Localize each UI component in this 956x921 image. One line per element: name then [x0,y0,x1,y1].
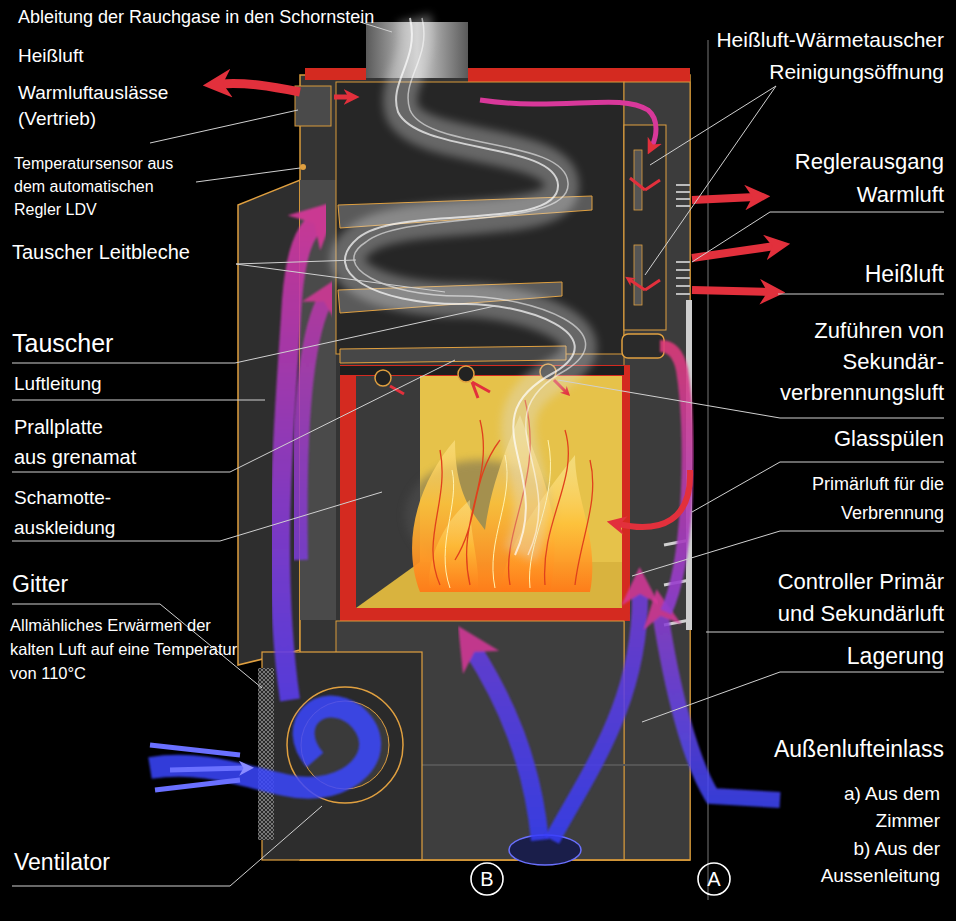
secondary-air-pipe [375,370,391,386]
secondary-air-duct [622,334,664,358]
hot-air-arrow [334,95,350,100]
leader-line [12,360,455,472]
callout-label: Heißluft-Wärmetauscher Reinigungsöffnung [614,24,944,88]
leader-line [12,806,322,886]
glass-rinse-arrow [618,470,690,527]
circle-shape [471,863,503,895]
leader-line [12,400,265,401]
node-text-wrap: A [697,862,731,896]
callout-label: Primärluft für die Verbrennung [744,470,944,528]
callout-label: Gitter [12,570,132,598]
leader-lines [12,22,944,886]
callout-label: Heißluft [744,260,944,288]
callout-label: Tauscher [12,328,212,358]
leader-line [778,294,944,295]
circle-marker: B [470,862,504,896]
hot-air-arrow [692,246,775,258]
callout-label: Allmähliches Erwärmen der kalten Luft au… [10,613,245,685]
callout-label: Zuführen von Sekundär- verbrennungsluft [754,315,944,408]
node-letter: A [707,868,720,891]
warm-air-flow [300,298,326,560]
callout-label: b) Aus der Aussenleitung [800,835,940,889]
hot-air-exchanger [624,125,666,330]
flue-gas [354,18,586,555]
outside-air-flow [660,612,780,800]
leader-line [196,168,300,182]
leader-line [150,110,298,143]
callout-label: a) Aus dem Zimmer [820,780,940,834]
intake-arrow [150,745,245,790]
leader-line [692,212,944,262]
hot-air-arrow [692,197,755,200]
circle-marker: A [697,862,731,896]
primary-air-flow [552,590,640,840]
hot-air-arrow [220,83,300,92]
top-plate [468,68,690,82]
callout-label: Ventilator [14,848,214,876]
callout-label: Außenlufteinlass [694,735,944,763]
front-column [624,82,690,860]
leader-line [12,306,495,363]
leader-line [645,86,776,275]
node-text-wrap: B [470,862,504,896]
firebox-frame [340,365,630,621]
cleaning-opening [634,245,642,305]
circle-shape [698,863,730,895]
callout-label: Warmluftauslässe (Vertrieb) [18,80,193,132]
node-letter: B [480,868,493,891]
floor-line [300,859,690,861]
callout-label: Schamotte- auskleidung [14,483,164,543]
flue-gas [347,18,579,555]
primary-air-flow [472,648,540,840]
leader-line [642,672,944,722]
leader-line [706,632,944,633]
callout-label: Lagerung [744,642,944,670]
callout-label: Tauscher Leitbleche [12,240,272,264]
callout-label: Glasspülen [744,425,944,453]
hot-air-arrow [692,290,770,292]
stove-body [300,75,690,860]
warm-air-outlet [295,86,331,126]
callout-label: Reglerausgang Warmluft [744,145,944,211]
secondary-air-flow [660,346,688,612]
hot-air-arrow [630,178,660,290]
callout-label: Prallplatte aus grenamat [14,412,138,472]
fireclay-lining [356,376,622,608]
top-plate [305,68,366,80]
hot-air-arrow [480,100,656,146]
flue-gas [345,18,575,555]
callout-label: Ableitung der Rauchgase in den Schornste… [18,6,398,28]
secondary-air-pipe [458,366,474,382]
cleaning-opening [634,150,642,210]
leader-line [236,260,445,292]
grille [258,668,274,840]
callout-label: Temperatursensor aus dem automatischen R… [14,152,199,221]
callout-label: Heißluft [18,44,138,68]
callout-label: Luftleitung [14,372,214,396]
callout-label: Controller Primär und Sekundärluft [754,566,944,630]
vent-slots [676,185,690,294]
temperature-sensor [300,164,306,170]
